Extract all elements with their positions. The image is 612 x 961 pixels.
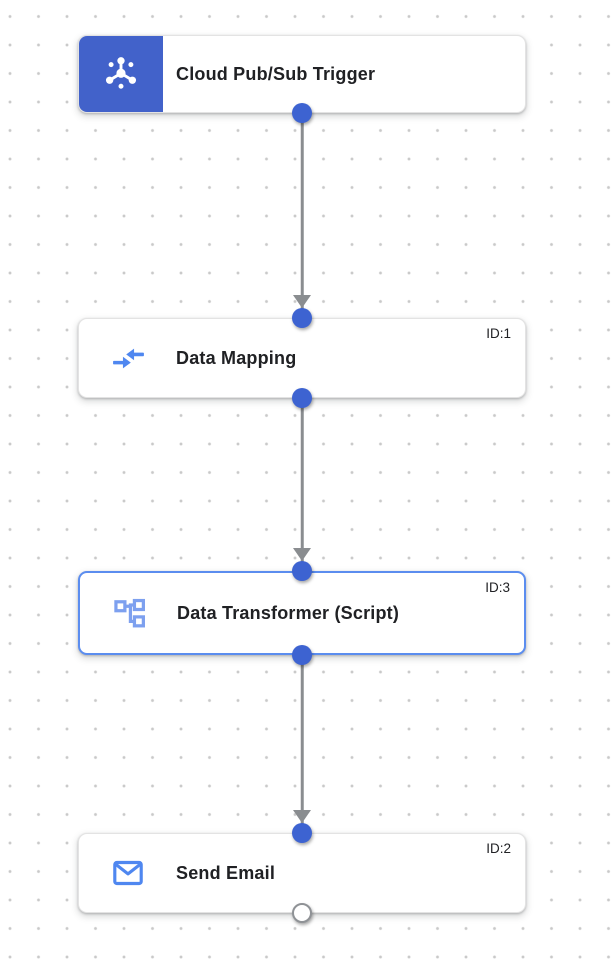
node-id-badge: ID:3 bbox=[485, 580, 510, 595]
email-icon bbox=[113, 860, 143, 886]
node-title: Data Transformer (Script) bbox=[177, 602, 400, 623]
arrowhead-icon bbox=[293, 548, 311, 561]
trigger-icon-badge bbox=[79, 36, 163, 112]
edge-trigger-to-mapping bbox=[300, 113, 304, 318]
node-id-badge: ID:1 bbox=[486, 326, 511, 341]
input-port-data-transformer[interactable] bbox=[292, 561, 312, 581]
edge-transformer-to-email bbox=[300, 655, 304, 833]
node-cloud-pubsub-trigger[interactable]: Cloud Pub/Sub Trigger bbox=[78, 35, 526, 113]
output-port-data-transformer[interactable] bbox=[292, 645, 312, 665]
node-title: Data Mapping bbox=[176, 347, 297, 368]
arrowhead-icon bbox=[293, 295, 311, 308]
arrowhead-icon bbox=[293, 810, 311, 823]
node-send-email[interactable]: ID:2 Send Email bbox=[78, 833, 526, 913]
data-transformer-icon bbox=[113, 598, 145, 627]
node-title: Cloud Pub/Sub Trigger bbox=[176, 63, 376, 84]
open-output-port-send-email[interactable] bbox=[292, 903, 312, 923]
node-title: Send Email bbox=[176, 862, 276, 883]
input-port-send-email[interactable] bbox=[292, 823, 312, 843]
node-data-transformer-script[interactable]: ID:3 Data Transformer (Script) bbox=[78, 571, 526, 655]
output-port-data-mapping[interactable] bbox=[292, 388, 312, 408]
output-port-trigger[interactable] bbox=[292, 103, 312, 123]
data-mapping-icon bbox=[112, 348, 144, 368]
node-data-mapping[interactable]: ID:1 Data Mapping bbox=[78, 318, 526, 398]
input-port-data-mapping[interactable] bbox=[292, 308, 312, 328]
edge-mapping-to-transformer bbox=[300, 398, 304, 571]
node-id-badge: ID:2 bbox=[486, 841, 511, 856]
pubsub-icon bbox=[105, 57, 137, 89]
